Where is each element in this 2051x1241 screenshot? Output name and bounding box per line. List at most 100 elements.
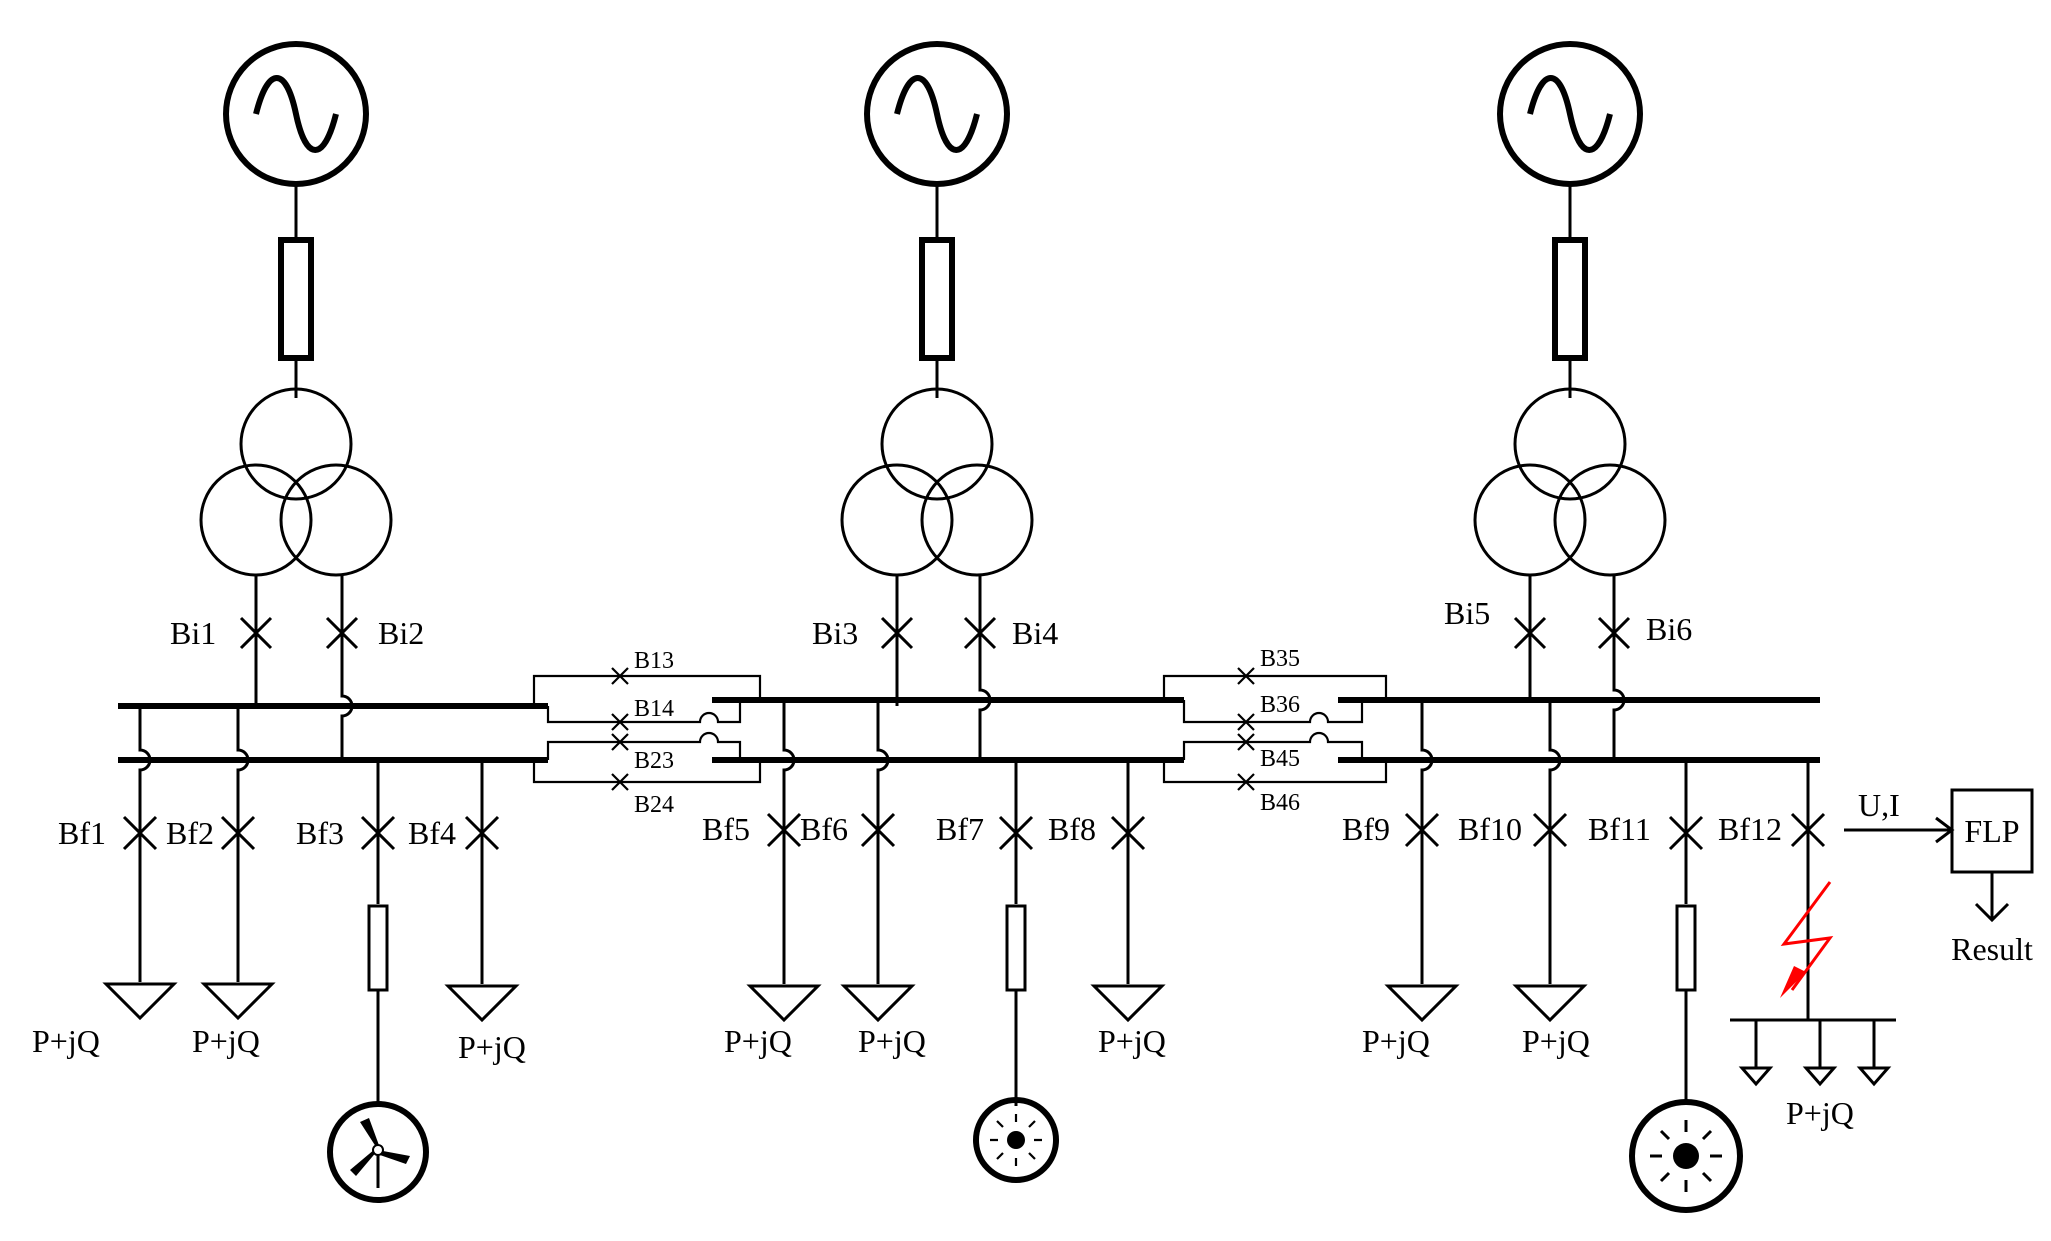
generator-2-sine xyxy=(894,75,980,153)
result-label: Result xyxy=(1951,931,2033,967)
load-7-label: P+jQ xyxy=(1362,1023,1430,1059)
wind-turbine-blades xyxy=(350,1118,410,1188)
label-b36: B36 xyxy=(1260,692,1300,718)
label-b24: B24 xyxy=(634,792,674,818)
breaker-bf11-icon xyxy=(1668,815,1704,851)
faulted-feeder xyxy=(1730,881,1896,1087)
substation-2 xyxy=(840,41,1034,577)
breaker-bf1-icon xyxy=(122,815,158,851)
generator-3-sine xyxy=(1527,75,1613,153)
breaker-b35-icon xyxy=(1237,667,1255,685)
load-2-icon xyxy=(200,982,276,1021)
breaker-bf10-icon xyxy=(1532,812,1568,848)
label-bf2: Bf2 xyxy=(166,815,214,851)
breaker-bf2-icon xyxy=(220,815,256,851)
fault-arrowhead xyxy=(1780,966,1806,998)
load-8-icon xyxy=(1512,984,1588,1023)
load-7-icon xyxy=(1384,984,1460,1023)
load-6-label: P+jQ xyxy=(1098,1023,1166,1059)
load-3-label: P+jQ xyxy=(458,1029,526,1065)
label-bf6: Bf6 xyxy=(800,811,848,847)
load-6-icon xyxy=(1090,984,1166,1023)
transformer-1-icon xyxy=(199,387,393,577)
generator-3-impedance xyxy=(1552,237,1588,361)
transformer-2-icon xyxy=(840,387,1034,577)
breaker-b24-icon xyxy=(611,773,629,791)
breaker-bf4-icon xyxy=(464,815,500,851)
generator-2-impedance xyxy=(919,237,955,361)
breaker-bi3-icon xyxy=(880,616,914,650)
load-10-icon xyxy=(1802,1066,1838,1087)
measurement-label: U,I xyxy=(1858,787,1900,823)
label-b14: B14 xyxy=(634,696,674,722)
substation-3 xyxy=(1473,41,1667,577)
breaker-bf12-icon xyxy=(1790,812,1826,848)
breaker-bf6-icon xyxy=(860,812,896,848)
load-11-icon xyxy=(1856,1066,1892,1087)
solar-small-icon xyxy=(973,1097,1059,1183)
load-4-icon xyxy=(746,984,822,1023)
label-bi5: Bi5 xyxy=(1444,595,1490,631)
load-2-label: P+jQ xyxy=(192,1023,260,1059)
breaker-b45-icon xyxy=(1237,733,1255,751)
breaker-bi6-icon xyxy=(1597,616,1631,650)
load-9-icon xyxy=(1738,1066,1774,1087)
label-bf5: Bf5 xyxy=(702,811,750,847)
feeder-breaker-crosses xyxy=(122,812,1826,851)
wind-turbine-icon xyxy=(327,1101,429,1203)
incomer-connections xyxy=(254,575,1626,760)
label-bf11: Bf11 xyxy=(1588,811,1651,847)
label-bf12: Bf12 xyxy=(1718,811,1782,847)
breaker-bi5-icon xyxy=(1513,616,1547,650)
flp-label: FLP xyxy=(1964,813,2019,849)
breaker-b14-icon xyxy=(611,713,629,731)
generator-1-impedance xyxy=(278,237,314,361)
breaker-b36-icon xyxy=(1237,713,1255,731)
label-bf3: Bf3 xyxy=(296,815,344,851)
label-bi3: Bi3 xyxy=(812,615,858,651)
label-bf1: Bf1 xyxy=(58,815,106,851)
label-bf4: Bf4 xyxy=(408,815,456,851)
label-b46: B46 xyxy=(1260,790,1300,816)
breaker-bf7-icon xyxy=(998,815,1034,851)
label-b13: B13 xyxy=(634,648,674,674)
fault-lightning-icon xyxy=(1780,881,1834,991)
label-bi6: Bi6 xyxy=(1646,611,1692,647)
breaker-bi2-icon xyxy=(325,616,359,650)
solar-large-icon xyxy=(1629,1099,1743,1213)
breaker-bf8-icon xyxy=(1110,815,1146,851)
tie-connections-2-3 xyxy=(1162,667,1388,791)
feeders xyxy=(138,700,1810,1020)
solar-small-rays xyxy=(990,1114,1042,1166)
label-bi1: Bi1 xyxy=(170,615,216,651)
incomer-breaker-crosses xyxy=(239,616,1631,650)
label-bf9: Bf9 xyxy=(1342,811,1390,847)
solar-large-rays xyxy=(1650,1120,1722,1192)
generator-1-sine xyxy=(253,75,339,153)
tie-connections-1-2 xyxy=(532,667,762,791)
load-5-icon xyxy=(840,984,916,1023)
flp-block xyxy=(1844,788,2034,923)
label-b23: B23 xyxy=(634,748,674,774)
label-bf10: Bf10 xyxy=(1458,811,1522,847)
breaker-bi1-icon xyxy=(239,616,273,650)
load-1-label: P+jQ xyxy=(32,1023,100,1059)
label-b35: B35 xyxy=(1260,646,1300,672)
breaker-bf9-icon xyxy=(1404,812,1440,848)
breaker-bf5-icon xyxy=(766,812,802,848)
load-4-label: P+jQ xyxy=(724,1023,792,1059)
distributed-generation xyxy=(327,904,1743,1213)
load-3-icon xyxy=(444,984,520,1023)
label-bf7: Bf7 xyxy=(936,811,984,847)
breaker-bf3-icon xyxy=(360,815,396,851)
label-bi4: Bi4 xyxy=(1012,615,1058,651)
label-bi2: Bi2 xyxy=(378,615,424,651)
load-5-label: P+jQ xyxy=(858,1023,926,1059)
load-1-icon xyxy=(102,982,178,1021)
breaker-bi4-icon xyxy=(963,616,997,650)
breaker-b23-icon xyxy=(611,733,629,751)
transformer-3-icon xyxy=(1473,387,1667,577)
substation-1 xyxy=(199,41,393,577)
load-9-label: P+jQ xyxy=(1786,1095,1854,1131)
